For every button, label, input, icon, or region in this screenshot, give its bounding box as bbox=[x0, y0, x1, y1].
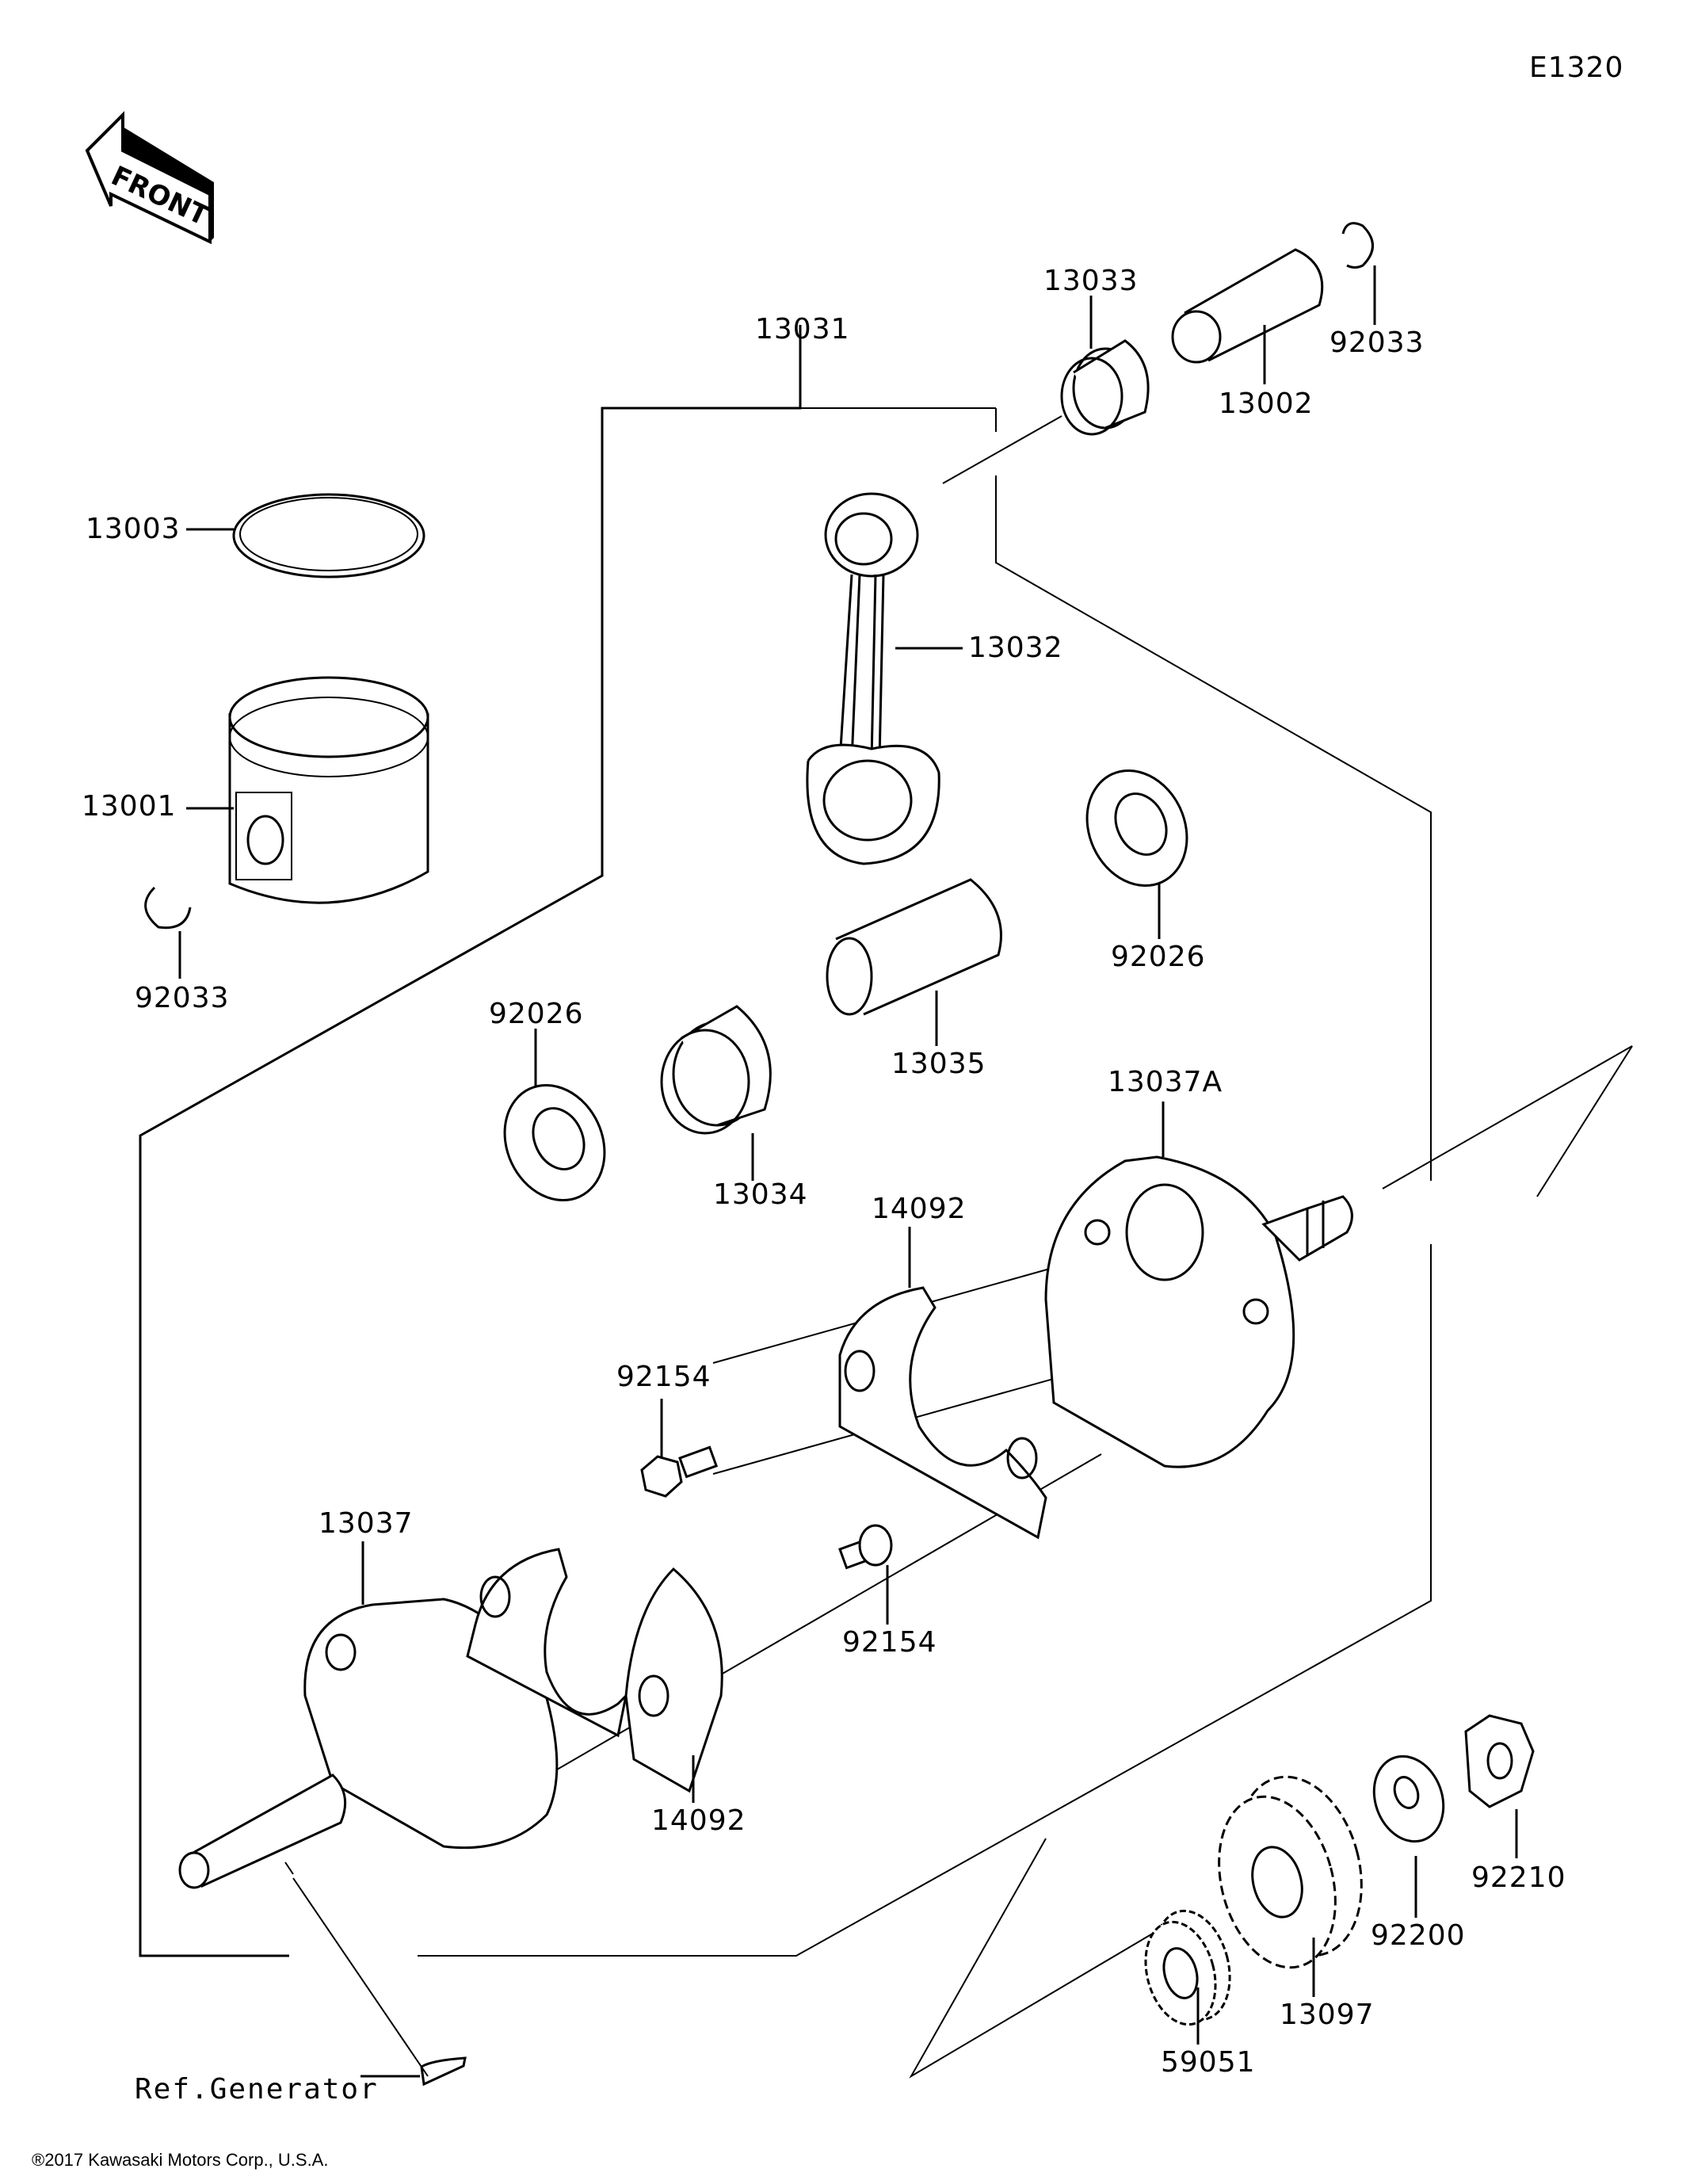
part-label-92210[interactable]: 92210 bbox=[1471, 1861, 1566, 1894]
primary-gear bbox=[1218, 1775, 1363, 1969]
part-label-13031[interactable]: 13031 bbox=[755, 313, 850, 346]
connecting-rod bbox=[806, 492, 940, 865]
part-label-92154-upper[interactable]: 92154 bbox=[616, 1361, 711, 1393]
assembly-axis-lines bbox=[292, 415, 1633, 2079]
small-end-needle-bearing bbox=[1060, 339, 1150, 436]
part-label-13002[interactable]: 13002 bbox=[1219, 388, 1314, 420]
pump-drive-gear bbox=[1144, 1909, 1231, 2026]
diagram-code: E1320 bbox=[1529, 52, 1624, 84]
piston-ring bbox=[232, 493, 425, 578]
part-label-13037A[interactable]: 13037A bbox=[1108, 1066, 1223, 1098]
part-label-13097[interactable]: 13097 bbox=[1280, 1999, 1375, 2031]
part-label-14092-upper[interactable]: 14092 bbox=[872, 1193, 967, 1225]
balance-weight-lower bbox=[466, 1548, 723, 1793]
piston-ring-inner bbox=[239, 497, 418, 571]
part-label-92033-left[interactable]: 92033 bbox=[135, 982, 230, 1014]
part-label-59051[interactable]: 59051 bbox=[1161, 2046, 1256, 2079]
bolt-lower bbox=[838, 1524, 893, 1570]
part-label-13037[interactable]: 13037 bbox=[319, 1507, 414, 1540]
part-label-13003[interactable]: 13003 bbox=[86, 513, 181, 545]
piston bbox=[228, 676, 429, 904]
part-label-92200[interactable]: 92200 bbox=[1371, 1919, 1466, 1952]
part-label-13035[interactable]: 13035 bbox=[891, 1048, 986, 1080]
crankshaft-assembly-bracket bbox=[139, 325, 1432, 1957]
part-label-92033-top[interactable]: 92033 bbox=[1329, 326, 1425, 359]
circlip-left bbox=[144, 886, 192, 930]
big-end-needle-bearing bbox=[660, 1005, 772, 1135]
crank-pin bbox=[826, 878, 1002, 1016]
front-arrow-icon bbox=[85, 111, 214, 245]
part-label-92026-right[interactable]: 92026 bbox=[1111, 941, 1206, 973]
bolt-upper bbox=[640, 1445, 719, 1498]
copyright-notice: ®2017 Kawasaki Motors Corp., U.S.A. bbox=[32, 2150, 329, 2170]
part-label-92154-lower[interactable]: 92154 bbox=[842, 1626, 937, 1659]
thrust-washer-left bbox=[503, 1083, 606, 1202]
part-label-14092-lower[interactable]: 14092 bbox=[651, 1804, 746, 1837]
circlip-top bbox=[1341, 222, 1374, 269]
washer bbox=[1372, 1754, 1445, 1843]
part-label-13032[interactable]: 13032 bbox=[968, 632, 1063, 664]
ref-generator-note[interactable]: Ref.Generator bbox=[135, 2073, 379, 2106]
crankshaft-half-right bbox=[1044, 1155, 1353, 1468]
thrust-washer-right bbox=[1085, 769, 1188, 888]
part-label-92026-left[interactable]: 92026 bbox=[489, 998, 584, 1030]
part-label-13033[interactable]: 13033 bbox=[1043, 265, 1139, 297]
part-label-13001[interactable]: 13001 bbox=[82, 790, 177, 823]
woodruff-key-icon bbox=[420, 2056, 467, 2087]
piston-pin bbox=[1171, 248, 1324, 364]
part-label-13034[interactable]: 13034 bbox=[713, 1178, 808, 1211]
balance-weight-upper bbox=[838, 1286, 1047, 1540]
nut bbox=[1464, 1714, 1535, 1808]
